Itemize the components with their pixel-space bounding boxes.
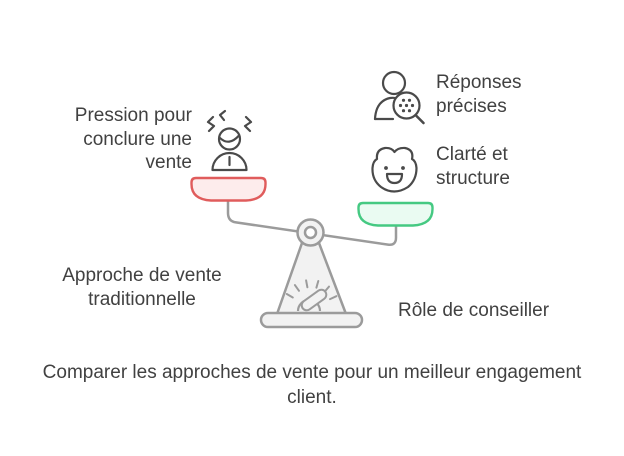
scale-base (259, 311, 364, 329)
left-pan-label-line1: Pression pour (74, 105, 192, 126)
left-approach-label: Approche de vente traditionnelle (32, 264, 252, 311)
face-outline (371, 146, 418, 193)
left-scale-pan (190, 176, 267, 202)
stress-mark-left (206, 115, 216, 133)
benefit2-label-line1: Clarté et (436, 144, 508, 165)
smile-mouth (385, 172, 404, 185)
person-details-magnifier-icon (373, 70, 425, 125)
stress-mark-center (218, 109, 227, 122)
magnifier-handle (414, 114, 425, 125)
left-approach-label-line2: traditionnelle (88, 288, 196, 310)
right-scale-pan (357, 201, 434, 227)
left-pan-label-line3: vente (145, 152, 192, 173)
balance-scale (190, 176, 434, 329)
benefit2-label: Clarté et structure (436, 143, 510, 191)
benefit1-label-line1: Réponses (436, 72, 522, 93)
left-pan-label: Pression pour conclure une vente (57, 104, 192, 175)
gauge-needle (300, 288, 328, 312)
benefit1-label-line2: précises (436, 96, 507, 117)
caption-line1: Comparer les approches de vente pour un … (42, 362, 582, 383)
stressed-person-icon (206, 109, 253, 172)
stressed-face-arc (218, 134, 241, 143)
left-pan-label-line2: conclure une (83, 128, 192, 150)
right-approach-label: Rôle de conseiller (398, 300, 550, 321)
diagram-caption: Comparer les approches de vente pour un … (0, 360, 624, 410)
smiling-face-icon (371, 146, 418, 193)
benefit2-label-line2: structure (436, 168, 510, 189)
stress-mark-right (243, 115, 253, 133)
stressed-body (211, 151, 248, 172)
caption-line2: client. (287, 387, 337, 408)
left-approach-label-line1: Approche de vente (62, 265, 222, 286)
benefit1-label: Réponses précises (436, 71, 522, 119)
scale-pivot-hole (303, 225, 318, 240)
